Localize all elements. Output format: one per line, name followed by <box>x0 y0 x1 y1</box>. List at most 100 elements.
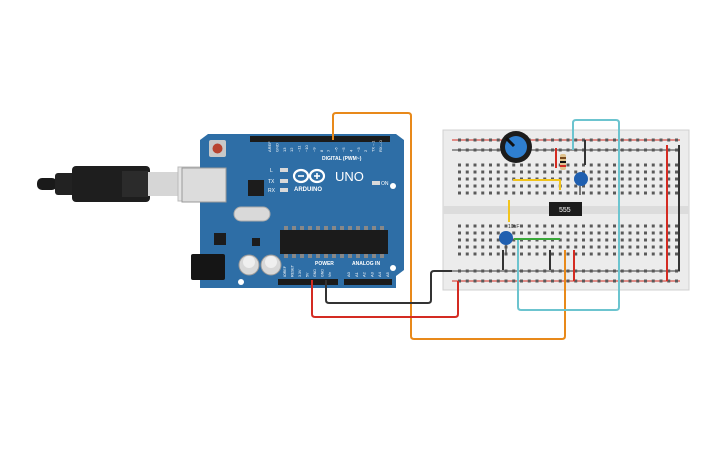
breadboard-hole[interactable] <box>566 184 570 188</box>
breadboard-hole[interactable] <box>520 231 523 235</box>
breadboard-hole[interactable] <box>613 191 616 195</box>
breadboard-hole[interactable] <box>465 279 469 283</box>
breadboard-hole[interactable] <box>465 224 469 228</box>
breadboard-hole[interactable] <box>659 148 663 152</box>
breadboard-hole[interactable] <box>520 184 523 188</box>
breadboard-hole[interactable] <box>605 279 609 283</box>
breadboard-hole[interactable] <box>465 245 469 249</box>
breadboard-hole[interactable] <box>620 191 624 195</box>
breadboard-hole[interactable] <box>458 138 461 142</box>
breadboard-hole[interactable] <box>566 170 570 174</box>
breadboard-hole[interactable] <box>659 138 663 142</box>
breadboard-hole[interactable] <box>481 224 485 228</box>
breadboard-hole[interactable] <box>473 138 477 142</box>
analog-pin-header[interactable] <box>344 279 392 285</box>
breadboard-hole[interactable] <box>489 184 492 188</box>
breadboard-hole[interactable] <box>527 279 531 283</box>
breadboard-hole[interactable] <box>551 163 554 167</box>
breadboard-hole[interactable] <box>613 245 616 249</box>
breadboard-hole[interactable] <box>644 177 647 181</box>
breadboard-hole[interactable] <box>512 224 516 228</box>
breadboard-hole[interactable] <box>597 224 601 228</box>
breadboard-hole[interactable] <box>589 252 593 256</box>
breadboard-hole[interactable] <box>636 252 640 256</box>
breadboard-hole[interactable] <box>473 231 477 235</box>
breadboard-hole[interactable] <box>659 245 663 249</box>
breadboard-hole[interactable] <box>597 252 601 256</box>
breadboard-hole[interactable] <box>636 177 640 181</box>
breadboard-hole[interactable] <box>481 279 485 283</box>
breadboard-hole[interactable] <box>473 148 477 152</box>
breadboard-hole[interactable] <box>527 170 531 174</box>
breadboard-hole[interactable] <box>566 269 570 273</box>
breadboard-hole[interactable] <box>659 177 663 181</box>
breadboard-hole[interactable] <box>535 252 539 256</box>
breadboard-hole[interactable] <box>566 245 570 249</box>
breadboard-hole[interactable] <box>512 170 516 174</box>
breadboard-hole[interactable] <box>473 170 477 174</box>
breadboard-hole[interactable] <box>489 269 492 273</box>
breadboard-hole[interactable] <box>589 224 593 228</box>
breadboard-hole[interactable] <box>675 252 678 256</box>
breadboard-hole[interactable] <box>520 163 523 167</box>
breadboard-hole[interactable] <box>582 245 585 249</box>
breadboard-hole[interactable] <box>535 245 539 249</box>
breadboard-hole[interactable] <box>582 231 585 235</box>
breadboard-hole[interactable] <box>504 177 508 181</box>
breadboard-hole[interactable] <box>644 269 647 273</box>
breadboard-hole[interactable] <box>651 170 655 174</box>
breadboard-hole[interactable] <box>628 269 632 273</box>
breadboard-hole[interactable] <box>574 191 578 195</box>
breadboard-hole[interactable] <box>496 184 500 188</box>
breadboard-hole[interactable] <box>675 245 678 249</box>
breadboard-hole[interactable] <box>675 163 678 167</box>
breadboard-hole[interactable] <box>512 279 516 283</box>
breadboard-hole[interactable] <box>613 252 616 256</box>
breadboard-hole[interactable] <box>659 224 663 228</box>
breadboard-hole[interactable] <box>659 279 663 283</box>
breadboard-hole[interactable] <box>651 163 655 167</box>
breadboard-hole[interactable] <box>527 163 531 167</box>
breadboard-hole[interactable] <box>558 224 562 228</box>
breadboard-hole[interactable] <box>628 191 632 195</box>
breadboard-hole[interactable] <box>458 245 461 249</box>
breadboard-hole[interactable] <box>628 252 632 256</box>
breadboard-hole[interactable] <box>566 238 570 242</box>
breadboard-hole[interactable] <box>512 163 516 167</box>
breadboard-hole[interactable] <box>636 224 640 228</box>
breadboard-hole[interactable] <box>605 138 609 142</box>
breadboard-hole[interactable] <box>620 238 624 242</box>
breadboard-hole[interactable] <box>667 138 671 142</box>
breadboard-hole[interactable] <box>481 184 485 188</box>
breadboard-hole[interactable] <box>636 163 640 167</box>
breadboard-hole[interactable] <box>574 148 578 152</box>
breadboard-hole[interactable] <box>458 238 461 242</box>
breadboard-hole[interactable] <box>489 279 492 283</box>
breadboard-hole[interactable] <box>558 252 562 256</box>
breadboard-hole[interactable] <box>504 224 508 228</box>
breadboard-hole[interactable] <box>644 184 647 188</box>
breadboard-hole[interactable] <box>558 170 562 174</box>
breadboard-hole[interactable] <box>489 170 492 174</box>
breadboard-hole[interactable] <box>496 191 500 195</box>
breadboard-hole[interactable] <box>628 279 632 283</box>
breadboard-hole[interactable] <box>551 245 554 249</box>
breadboard-hole[interactable] <box>667 279 671 283</box>
breadboard-hole[interactable] <box>520 279 523 283</box>
breadboard-hole[interactable] <box>465 252 469 256</box>
breadboard-hole[interactable] <box>605 245 609 249</box>
breadboard-hole[interactable] <box>613 279 616 283</box>
breadboard-hole[interactable] <box>481 170 485 174</box>
breadboard-hole[interactable] <box>667 238 671 242</box>
breadboard-hole[interactable] <box>543 163 547 167</box>
breadboard-hole[interactable] <box>613 238 616 242</box>
breadboard-hole[interactable] <box>644 170 647 174</box>
breadboard-hole[interactable] <box>597 245 601 249</box>
breadboard-hole[interactable] <box>675 191 678 195</box>
breadboard-hole[interactable] <box>481 138 485 142</box>
breadboard-hole[interactable] <box>589 177 593 181</box>
breadboard-hole[interactable] <box>504 170 508 174</box>
breadboard-hole[interactable] <box>496 238 500 242</box>
breadboard-hole[interactable] <box>589 238 593 242</box>
breadboard-hole[interactable] <box>644 191 647 195</box>
